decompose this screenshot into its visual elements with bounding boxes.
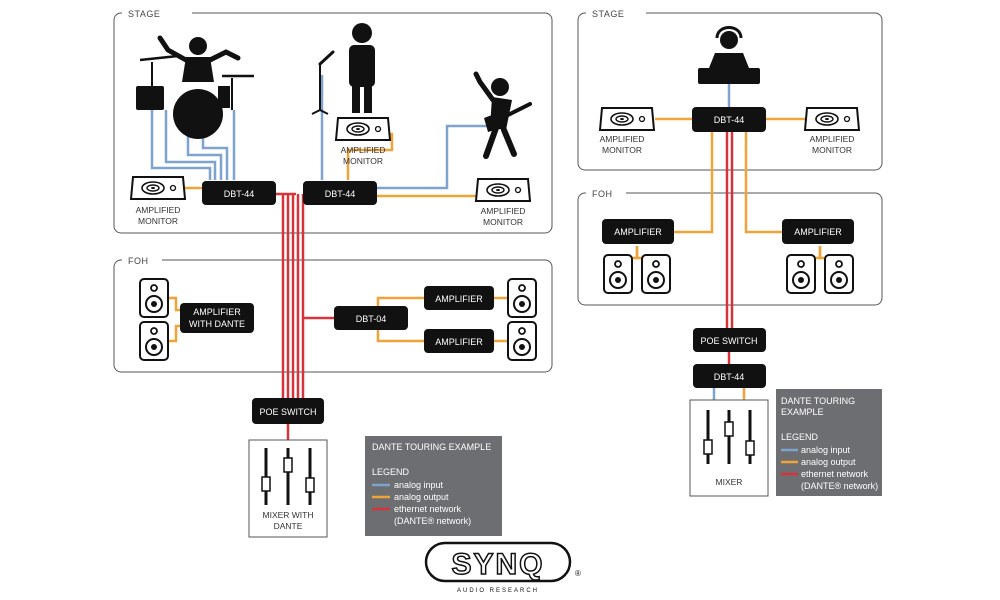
monitor-caption: AMPLIFIED [341,145,386,155]
svg-text:POE SWITCH: POE SWITCH [259,407,316,417]
monitor-caption: MONITOR [483,217,523,227]
monitor-caption: MONITOR [138,216,178,226]
svg-text:WITH DANTE: WITH DANTE [189,319,245,329]
legend-right: DANTE TOURING EXAMPLE LEGEND analog inpu… [776,389,882,496]
dbt44-stage-center: DBT-44 [303,181,377,205]
monitor-caption: MONITOR [343,156,383,166]
left-foh-zone: FOH [113,253,553,373]
svg-text:AMPLIFIER: AMPLIFIER [435,337,483,347]
svg-text:analog output: analog output [394,492,449,502]
left-foh-label: FOH [128,256,149,266]
monitor-caption: AMPLIFIED [600,134,645,144]
svg-text:DBT-44: DBT-44 [325,189,356,199]
speaker-icon [641,254,671,294]
speaker-icon [786,254,816,294]
wedge-monitor-singer [335,117,391,141]
wedge-monitor-stage-right [475,178,531,202]
speaker-icon [507,278,537,318]
svg-text:DBT-44: DBT-44 [714,372,745,382]
left-stage-label: STAGE [128,9,160,19]
amplifier-right-foh-right: AMPLIFIER [782,219,854,244]
monitor-caption: MONITOR [812,145,852,155]
amplifier-foh-top: AMPLIFIER [424,286,494,310]
svg-text:ethernet network: ethernet network [801,469,869,479]
svg-text:analog output: analog output [801,457,856,467]
svg-text:AUDIO RESEARCH: AUDIO RESEARCH [457,588,539,594]
svg-text:ethernet network: ethernet network [394,504,462,514]
dj-icon [698,26,760,84]
monitor-caption: AMPLIFIED [810,134,855,144]
amplifier-right-foh-left: AMPLIFIER [602,219,674,244]
guitarist-icon [473,71,532,159]
singer-icon [349,23,375,113]
svg-text:AMPLIFIER: AMPLIFIER [193,307,241,317]
svg-text:LEGEND: LEGEND [372,467,410,477]
dbt44-stage-drums: DBT-44 [202,181,276,205]
svg-text:DBT-44: DBT-44 [224,189,255,199]
right-foh-label: FOH [592,189,613,199]
svg-text:AMPLIFIER: AMPLIFIER [435,294,483,304]
monitor-caption: MONITOR [602,145,642,155]
dbt44-right-bottom: DBT-44 [693,364,766,388]
mixer-right: MIXER [689,399,769,497]
svg-text:EXAMPLE: EXAMPLE [781,407,824,417]
left-analog-input-cables [150,75,492,190]
left-ethernet-cables [276,192,334,440]
poe-switch-right: POE SWITCH [693,328,766,352]
svg-text:DANTE TOURING EXAMPLE: DANTE TOURING EXAMPLE [372,442,491,452]
svg-text:AMPLIFIER: AMPLIFIER [614,227,662,237]
speaker-icon [507,321,537,361]
wedge-monitor-dj-left [599,107,655,131]
drummer-icon [136,35,254,139]
wedge-monitor-stage-left [130,176,186,200]
svg-text:analog input: analog input [801,445,851,455]
synq-logo: SYNQ ® AUDIO RESEARCH [424,541,581,594]
svg-text:(DANTE® network): (DANTE® network) [394,516,471,526]
svg-text:(DANTE® network): (DANTE® network) [801,481,878,491]
monitor-caption: AMPLIFIED [481,206,526,216]
svg-text:LEGEND: LEGEND [781,432,819,442]
poe-switch-left: POE SWITCH [252,398,324,424]
left-stage-zone: STAGE [113,6,553,234]
wedge-monitor-dj-right [804,107,860,131]
svg-text:POE SWITCH: POE SWITCH [700,336,757,346]
svg-text:DANTE: DANTE [274,521,303,531]
svg-text:DANTE TOURING: DANTE TOURING [781,396,855,406]
mixer-with-dante: MIXER WITH DANTE [248,439,328,538]
right-stage-label: STAGE [592,9,624,19]
speaker-icon [139,278,169,318]
svg-text:MIXER WITH: MIXER WITH [263,510,314,520]
dbt04-foh: DBT-04 [334,306,408,330]
svg-text:DBT-04: DBT-04 [356,314,387,324]
dbt44-dj: DBT-44 [692,107,766,132]
microphone-stand-icon [311,50,335,115]
svg-text:AMPLIFIER: AMPLIFIER [794,227,842,237]
svg-text:SYNQ: SYNQ [451,548,544,581]
svg-text:analog input: analog input [394,480,444,490]
speaker-icon [824,254,854,294]
svg-text:DBT-44: DBT-44 [714,115,745,125]
monitor-caption: AMPLIFIED [136,205,181,215]
speaker-icon [603,254,633,294]
amplifier-foh-bottom: AMPLIFIER [424,329,494,353]
svg-text:MIXER: MIXER [716,477,743,487]
svg-text:®: ® [575,569,581,578]
amplifier-with-dante: AMPLIFIER WITH DANTE [180,303,254,333]
speaker-icon [139,321,169,361]
legend-left: DANTE TOURING EXAMPLE LEGEND analog inpu… [365,436,502,536]
